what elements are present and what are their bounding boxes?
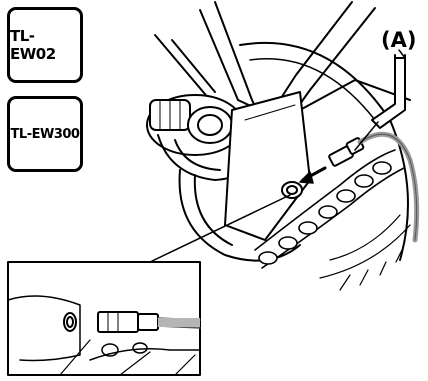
tool-badge-label: TL-EW300	[11, 127, 80, 142]
tool-badge-label: TL-EW02	[10, 27, 80, 63]
tool-badge-tl-ew02: TL-EW02	[7, 7, 83, 83]
port-hole	[282, 182, 302, 198]
sprocket	[320, 215, 410, 290]
tool-badge-tl-ew300: TL-EW300	[7, 96, 83, 172]
detail-inset	[8, 262, 200, 375]
callout-label-a: (A)	[381, 28, 416, 52]
